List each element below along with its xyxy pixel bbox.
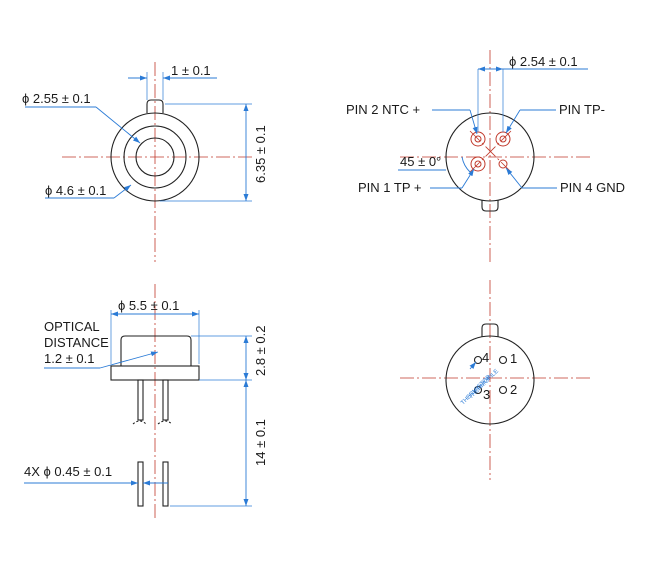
tab-dim-label: 1 ± 0.1 <box>171 63 211 78</box>
outer-circle <box>110 112 200 202</box>
optical-label-line2: DISTANCE <box>44 335 109 350</box>
lead-end <box>137 461 144 507</box>
inner-diameter-label: ϕ 2.55 ± 0.1 <box>22 91 91 106</box>
lead <box>137 379 144 421</box>
pin3-label: PIN TP- <box>559 102 605 117</box>
pin-hole-2 <box>498 385 508 395</box>
cap-body <box>120 335 192 366</box>
pin-hole-4 <box>473 355 483 365</box>
pin-number-1: 1 <box>510 351 517 366</box>
bottom-view: 1 2 3 4 THERMOPILE THERMISTOR <box>400 280 590 480</box>
pin-hole-3 <box>473 385 483 395</box>
lead-length-label: 14 ± 0.1 <box>253 419 268 466</box>
pin4-label: PIN 4 GND <box>560 180 625 195</box>
outer-diameter-label: ϕ 4.6 ± 0.1 <box>45 183 106 198</box>
header-outline <box>445 112 535 202</box>
pin-hole-1 <box>498 355 508 365</box>
package-tab <box>481 200 499 212</box>
cap-diameter-label: ϕ 5.5 ± 0.1 <box>118 298 179 313</box>
lead-end <box>162 461 169 507</box>
header-outline <box>445 335 535 425</box>
optical-label-line1: OPTICAL <box>44 319 100 334</box>
lead <box>162 379 169 421</box>
top-left-view: 1 ± 0.1 ϕ 2.55 ± 0.1 ϕ 4.6 ± 0.1 6.35 ± … <box>22 62 268 262</box>
pin-number-4: 4 <box>482 350 489 365</box>
middle-circle <box>123 125 187 189</box>
pin-number-2: 2 <box>510 382 517 397</box>
pin1-label: PIN 1 TP + <box>358 180 421 195</box>
side-view: ϕ 5.5 ± 0.1 OPTICAL DISTANCE 1.2 ± 0.1 2… <box>24 284 268 520</box>
package-tab <box>146 99 164 113</box>
top-right-view: ϕ 2.54 ± 0.1 PIN 2 NTC + PIN TP- PIN 1 T… <box>346 50 625 262</box>
inner-window <box>135 137 175 177</box>
cap-height-label: 2.8 ± 0.2 <box>253 325 268 376</box>
angle-label: 45 ± 0° <box>400 154 441 169</box>
pin-spacing-label: ϕ 2.54 ± 0.1 <box>509 54 578 69</box>
angle-arc <box>461 156 471 173</box>
package-tab <box>481 323 499 337</box>
header-flange <box>110 365 200 381</box>
lead-diameter-label: 4X ϕ 0.45 ± 0.1 <box>24 464 112 479</box>
pin-number-3: 3 <box>483 387 490 402</box>
height-dim-label: 6.35 ± 0.1 <box>253 125 268 183</box>
optical-value-label: 1.2 ± 0.1 <box>44 351 95 366</box>
pin2-label: PIN 2 NTC + <box>346 102 420 117</box>
